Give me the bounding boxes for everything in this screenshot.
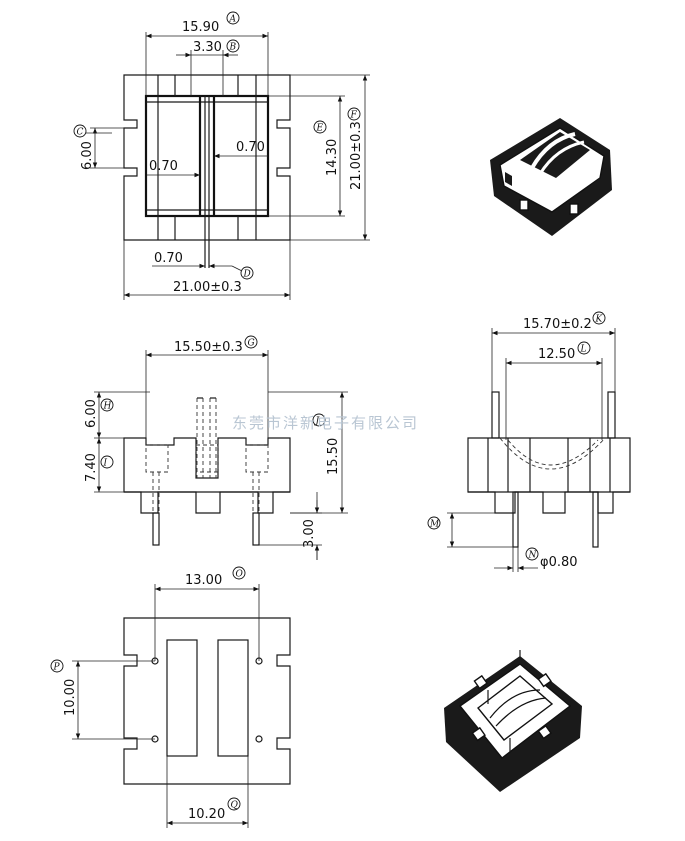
watermark-text: 东莞市洋新电子有限公司 [232,414,419,432]
side-view-outline [123,437,291,514]
dim-inner-right-value: 0.70 [236,140,265,155]
dim-d-total-value: 21.00±0.3 [173,280,242,295]
tag-m: M [429,520,440,530]
dim-c-value: 6.00 [80,141,95,170]
tag-k: K [595,315,604,325]
tag-c: C [77,128,84,138]
dim-p-value: 10.00 [63,679,78,716]
dim-o-value: 13.00 [185,573,222,588]
isometric-view-top [490,118,612,236]
end-view: 15.70±0.2 K 12.50 L M N φ0.80 [427,311,631,572]
dim-pin-length-value: 3.00 [302,519,317,548]
dim-n-value: φ0.80 [540,555,578,570]
end-view-outline [467,437,631,514]
dim-q-value: 10.20 [188,807,225,822]
dim-e-value: 14.30 [325,139,340,176]
tag-q: Q [231,801,239,811]
dim-l-value: 12.50 [538,347,575,362]
tag-b: B [229,43,237,53]
bottom-view: 13.00 O 10.00 P 10.20 Q [50,566,291,828]
dim-f-value: 21.00±0.3 [349,121,364,190]
bottom-slot-right [217,639,249,757]
side-view: 15.50±0.3 G 6.00 H 7.40 I 15.50 J 3.00 [84,335,348,560]
isometric-view-bottom [444,650,582,792]
tag-d: D [243,270,251,280]
dim-j-value: 15.50 [326,438,341,475]
tag-n: N [528,551,538,561]
tag-h: H [103,402,112,412]
tag-j: J [314,417,321,427]
tag-a: A [229,15,237,25]
dim-i-value: 7.40 [84,453,99,482]
tag-l: L [580,345,587,355]
dim-g-value: 15.50±0.3 [174,340,243,355]
dim-b-value: 3.30 [193,40,222,55]
tag-e: E [316,124,324,134]
dim-d-gap-value: 0.70 [154,251,183,266]
tag-p: P [53,663,61,673]
dim-inner-left-value: 0.70 [149,159,178,174]
tag-i: I [103,459,108,469]
dim-k-value: 15.70±0.2 [523,317,592,332]
top-view: 15.90 A 3.30 B 6.00 C 0.70 0.70 0.70 D [73,11,370,300]
tag-g: G [248,339,255,349]
dim-h-value: 6.00 [84,399,99,428]
dim-a-value: 15.90 [182,20,219,35]
bottom-slot-left [166,639,198,757]
tag-o: O [236,570,244,580]
bottom-view-outline [123,617,291,785]
tag-f: F [350,111,358,121]
